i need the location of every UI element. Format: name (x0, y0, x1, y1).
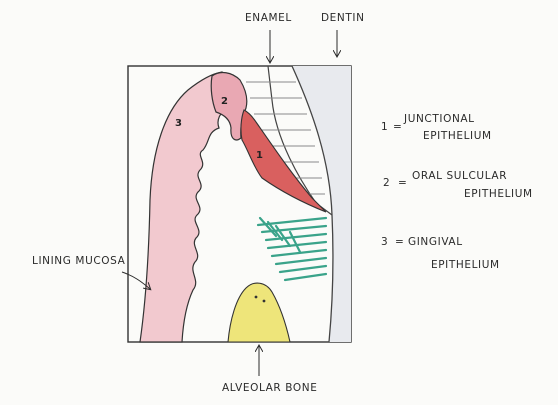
legend-separator: = (398, 177, 407, 189)
legend-number: 3 (381, 236, 388, 248)
dentin-label: DENTIN (321, 12, 365, 24)
legend-separator: = (395, 236, 404, 248)
alveolar-bone (228, 283, 290, 342)
region-number-3: 3 (175, 118, 182, 129)
enamel-label: ENAMEL (245, 12, 292, 24)
legend-number: 2 (383, 177, 390, 189)
junctional-epithelium (241, 110, 326, 212)
legend-line-1: GINGIVAL (408, 236, 463, 248)
legend-line-1: JUNCTIONAL (404, 113, 475, 125)
legend-line-2: EPITHELIUM (464, 188, 533, 200)
region-number-1: 1 (256, 150, 263, 161)
region-number-2: 2 (221, 96, 228, 107)
legend-line-1: ORAL SULCULAR (412, 170, 507, 182)
legend-number: 1 (381, 121, 388, 133)
gingival-epithelium (140, 72, 228, 342)
connective-fibers (258, 218, 326, 280)
dentin-region (292, 66, 351, 342)
legend-line-2: EPITHELIUM (431, 259, 500, 271)
legend-line-2: EPITHELIUM (423, 130, 492, 142)
alveolar-bone-label: ALVEOLAR BONE (222, 382, 317, 394)
legend-separator: = (393, 121, 402, 133)
lining-mucosa-label: LINING MUCOSA (32, 255, 125, 267)
